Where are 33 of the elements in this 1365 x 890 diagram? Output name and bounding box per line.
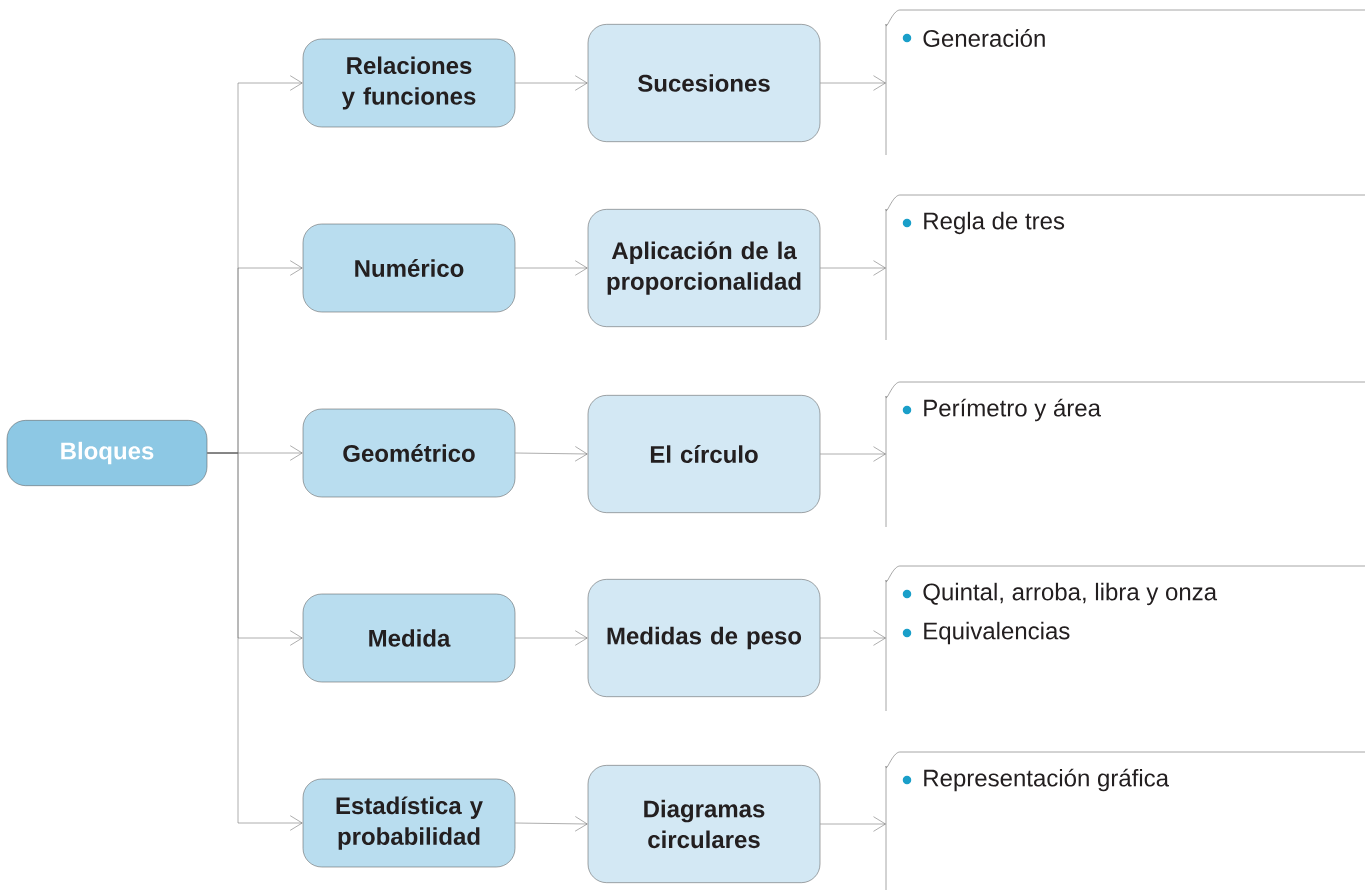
topic-box: Sucesiones — [587, 24, 821, 142]
block-box: Geométrico — [302, 408, 516, 498]
arrow — [820, 446, 886, 462]
topic-box: El círculo — [587, 395, 821, 513]
root-box: Bloques — [6, 420, 208, 486]
bracket-panel — [885, 194, 1365, 341]
bracket-panel — [885, 751, 1365, 890]
bracket-panel — [885, 9, 1365, 156]
topic-box: Medidas de peso — [587, 579, 821, 697]
arrow — [820, 260, 886, 276]
topic-box: Aplicación de la proporcionalidad — [587, 209, 821, 327]
arrow — [515, 260, 588, 276]
block-box: Medida — [302, 593, 516, 683]
bullet-text: Quintal, arroba, libra y onza — [923, 582, 1218, 606]
arrow — [820, 75, 886, 91]
arrow — [820, 630, 886, 646]
bullet-text: Regla de tres — [924, 211, 1065, 235]
bullet-text: Equivalencias — [924, 621, 1070, 645]
arrow — [515, 630, 588, 646]
arrow — [515, 75, 588, 91]
bullet-text: Generación — [923, 29, 1045, 47]
arrow — [207, 452, 303, 831]
arrow — [820, 816, 886, 832]
arrow — [515, 446, 588, 462]
bracket-panel — [885, 565, 1365, 712]
arrow — [515, 816, 588, 832]
bullet-text: Perímetro y área — [924, 398, 1101, 422]
block-box: Relaciones y funciones — [302, 38, 516, 128]
bracket-panel — [885, 381, 1365, 528]
topic-box: Diagramas circulares — [587, 765, 821, 883]
block-box: Numérico — [302, 223, 516, 313]
block-box: Estadística y probabilidad — [302, 778, 516, 868]
bullet-text: Representación gráfica — [924, 768, 1169, 792]
